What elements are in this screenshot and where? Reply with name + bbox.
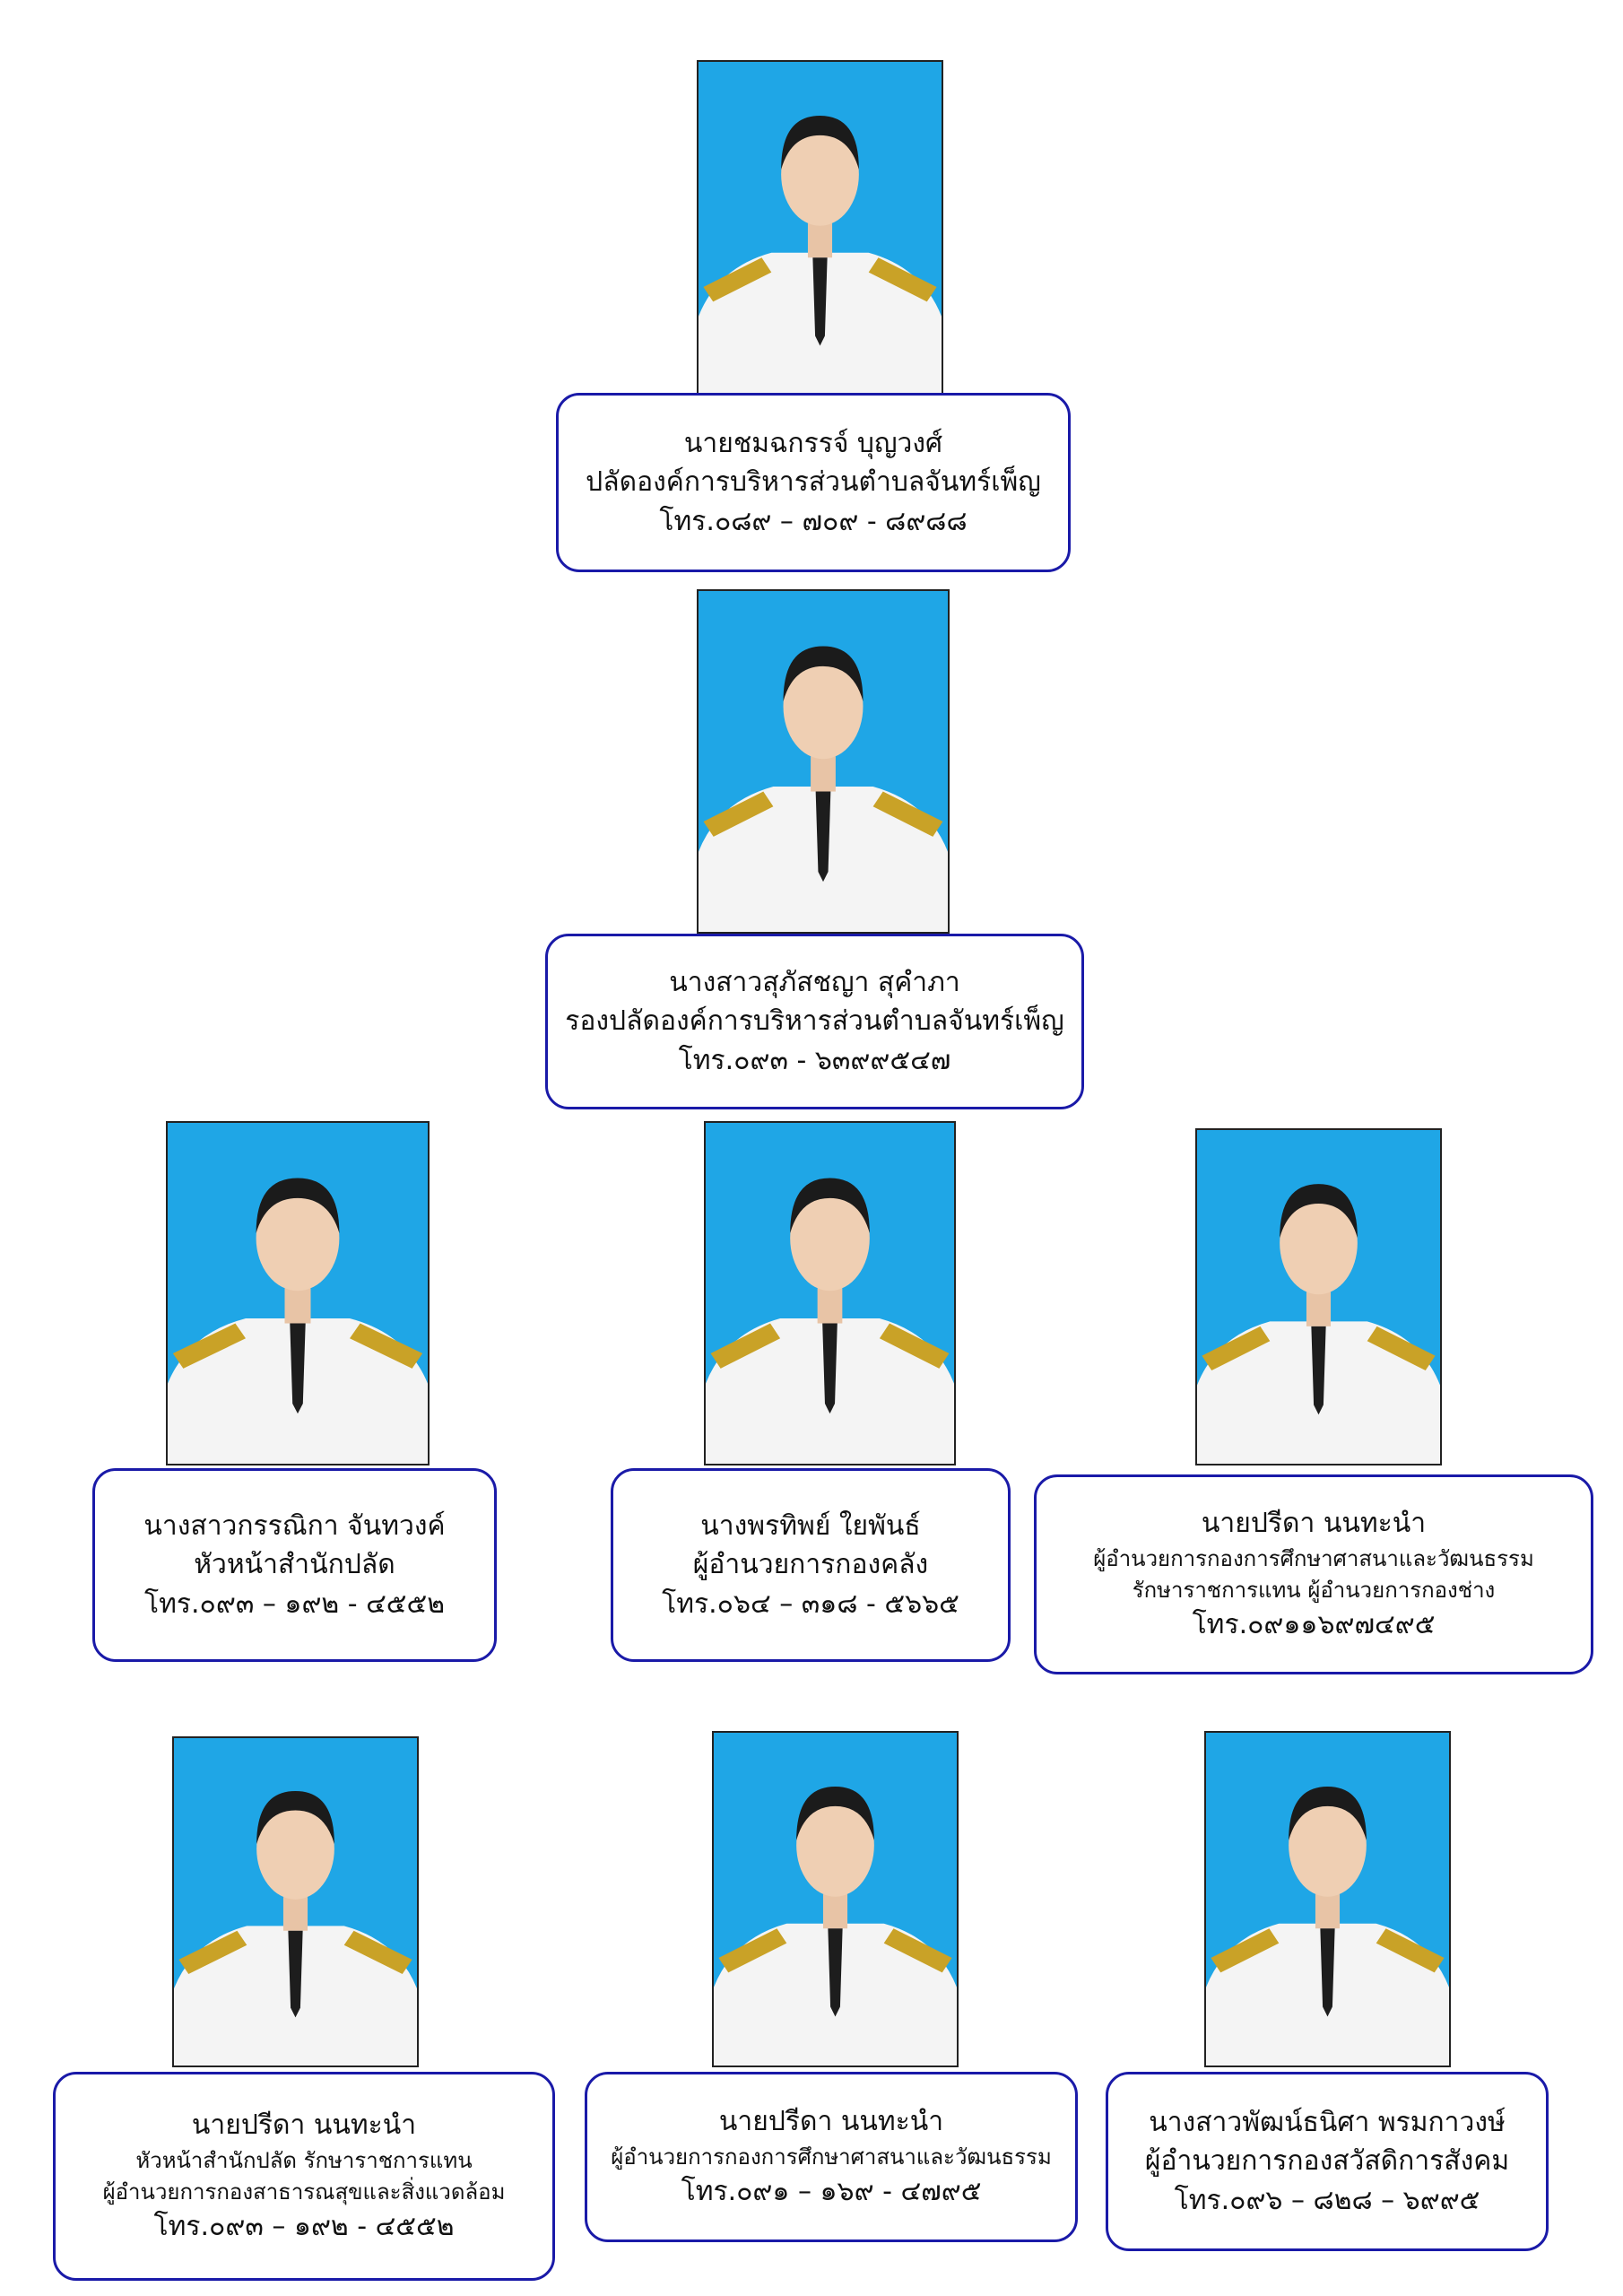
person-phone: โทร.๐๘๙ – ๗๐๙ - ๘๙๘๘ <box>659 505 968 537</box>
portrait-photo <box>172 1736 419 2067</box>
person-card: นายปรีดา นนทะนำ หัวหน้าสำนักปลัด รักษารา… <box>53 2072 555 2281</box>
person-position: หัวหน้าสำนักปลัด รักษาราชการแทน <box>135 2147 473 2173</box>
person-position-line-2: รักษาราชการแทน ผู้อำนวยการกองช่าง <box>1132 1577 1496 1603</box>
portrait-photo <box>1195 1128 1442 1465</box>
portrait-silhouette <box>706 1178 954 1464</box>
portrait-silhouette <box>174 1791 417 2066</box>
person-card: นางสาวพัฒน์ธนิศา พรมกาวงษ์ ผู้อำนวยการกอ… <box>1106 2072 1549 2251</box>
person-name: นางสาวกรรณิกา จันทวงค์ <box>143 1509 446 1542</box>
person-phone: โทร.๐๙๓ – ๑๙๒ - ๔๕๕๒ <box>144 1587 445 1620</box>
person-position: ปลัดองค์การบริหารส่วนตำบลจันทร์เพ็ญ <box>586 466 1041 499</box>
person-phone: โทร.๐๙๖ – ๘๒๘ – ๖๙๙๕ <box>1174 2184 1480 2216</box>
person-name: นายปรีดา นนทะนำ <box>191 2109 417 2142</box>
person-name: นายปรีดา นนทะนำ <box>1201 1508 1427 1540</box>
portrait-silhouette <box>168 1178 428 1464</box>
person-card: นายปรีดา นนทะนำ ผู้อำนวยการกองการศึกษาศา… <box>1034 1474 1593 1674</box>
person-name: นางพรทิพย์ ใยพันธ์ <box>700 1509 921 1542</box>
person-name: นางสาวพัฒน์ธนิศา พรมกาวงษ์ <box>1149 2106 1506 2138</box>
person-phone: โทร.๐๙๑๑๖๙๗๔๙๕ <box>1192 1609 1436 1641</box>
person-phone: โทร.๐๖๔ – ๓๑๘ - ๕๖๖๕ <box>662 1587 959 1620</box>
person-name: นายชมฉกรรจ์ บุญวงศ์ <box>683 427 943 459</box>
portrait-photo <box>712 1731 959 2067</box>
person-position: ผู้อำนวยการกองการศึกษาศาสนาและวัฒนธรรม <box>611 2144 1052 2170</box>
person-card: นายชมฉกรรจ์ บุญวงศ์ ปลัดองค์การบริหารส่ว… <box>556 393 1071 572</box>
portrait-silhouette <box>699 646 948 932</box>
person-name: นางสาวสุภัสชญา สุคำภา <box>669 966 960 998</box>
portrait-photo <box>697 60 943 396</box>
portrait-photo <box>166 1121 430 1465</box>
portrait-silhouette <box>1206 1787 1449 2066</box>
portrait-photo <box>1204 1731 1451 2067</box>
person-name: นายปรีดา นนทะนำ <box>718 2106 944 2138</box>
person-card: นายปรีดา นนทะนำ ผู้อำนวยการกองการศึกษาศา… <box>585 2072 1078 2242</box>
portrait-photo <box>704 1121 956 1465</box>
person-position: ผู้อำนวยการกองคลัง <box>692 1549 929 1581</box>
person-phone: โทร.๐๙๓ – ๑๙๒ - ๔๕๕๒ <box>153 2211 455 2243</box>
person-card: นางสาวสุภัสชญา สุคำภา รองปลัดองค์การบริห… <box>545 934 1084 1109</box>
person-phone: โทร.๐๙๓ - ๖๓๙๙๕๔๗ <box>678 1044 951 1076</box>
portrait-photo <box>697 589 950 934</box>
person-card: นางพรทิพย์ ใยพันธ์ ผู้อำนวยการกองคลัง โท… <box>611 1468 1011 1662</box>
portrait-silhouette <box>699 116 942 395</box>
portrait-silhouette <box>714 1787 957 2066</box>
person-position: ผู้อำนวยการกองการศึกษาศาสนาและวัฒนธรรม <box>1093 1545 1534 1571</box>
person-phone: โทร.๐๙๑ – ๑๖๙ - ๔๗๙๕ <box>681 2176 982 2208</box>
person-position: ผู้อำนวยการกองสวัสดิการสังคม <box>1144 2145 1510 2178</box>
portrait-silhouette <box>1197 1184 1440 1464</box>
person-card: นางสาวกรรณิกา จันทวงค์ หัวหน้าสำนักปลัด … <box>92 1468 497 1662</box>
person-position: รองปลัดองค์การบริหารส่วนตำบลจันทร์เพ็ญ <box>565 1005 1064 1038</box>
person-position-line-2: ผู้อำนวยการกองสาธารณสุขและสิ่งแวดล้อม <box>102 2179 506 2205</box>
person-position: หัวหน้าสำนักปลัด <box>194 1549 395 1581</box>
